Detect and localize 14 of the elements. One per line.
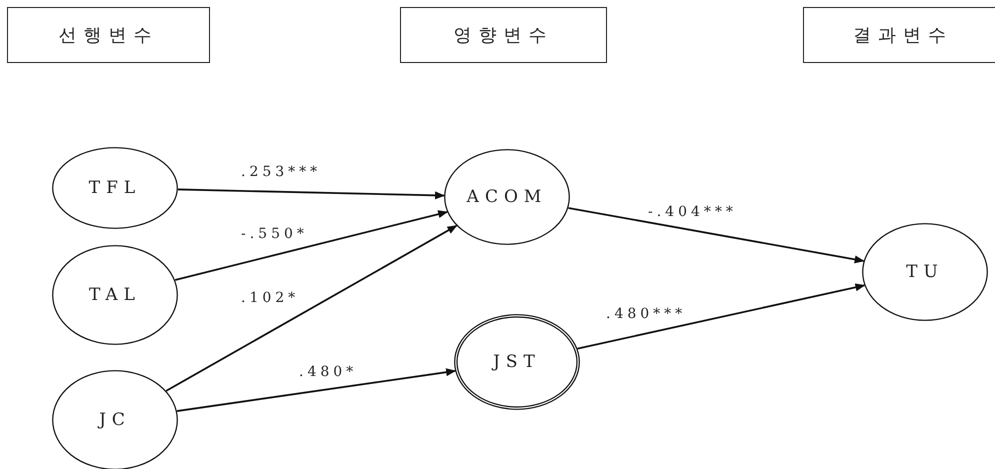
- arrow: [176, 368, 456, 412]
- variable-ellipse: TFL: [52, 147, 178, 229]
- header-box: 결과변수: [803, 7, 995, 63]
- arrow: [166, 224, 458, 392]
- arrow: [174, 210, 448, 281]
- variable-ellipse: TAL: [52, 245, 178, 345]
- header-box: 영향변수: [400, 7, 607, 63]
- double-ellipse: JST: [454, 314, 580, 410]
- arrow: [577, 283, 866, 350]
- header-box: 선행변수: [7, 7, 210, 63]
- variable-ellipse: TU: [862, 223, 988, 321]
- variable-ellipse: ACOM: [444, 149, 570, 245]
- arrow: [568, 207, 865, 264]
- arrow: [178, 188, 446, 200]
